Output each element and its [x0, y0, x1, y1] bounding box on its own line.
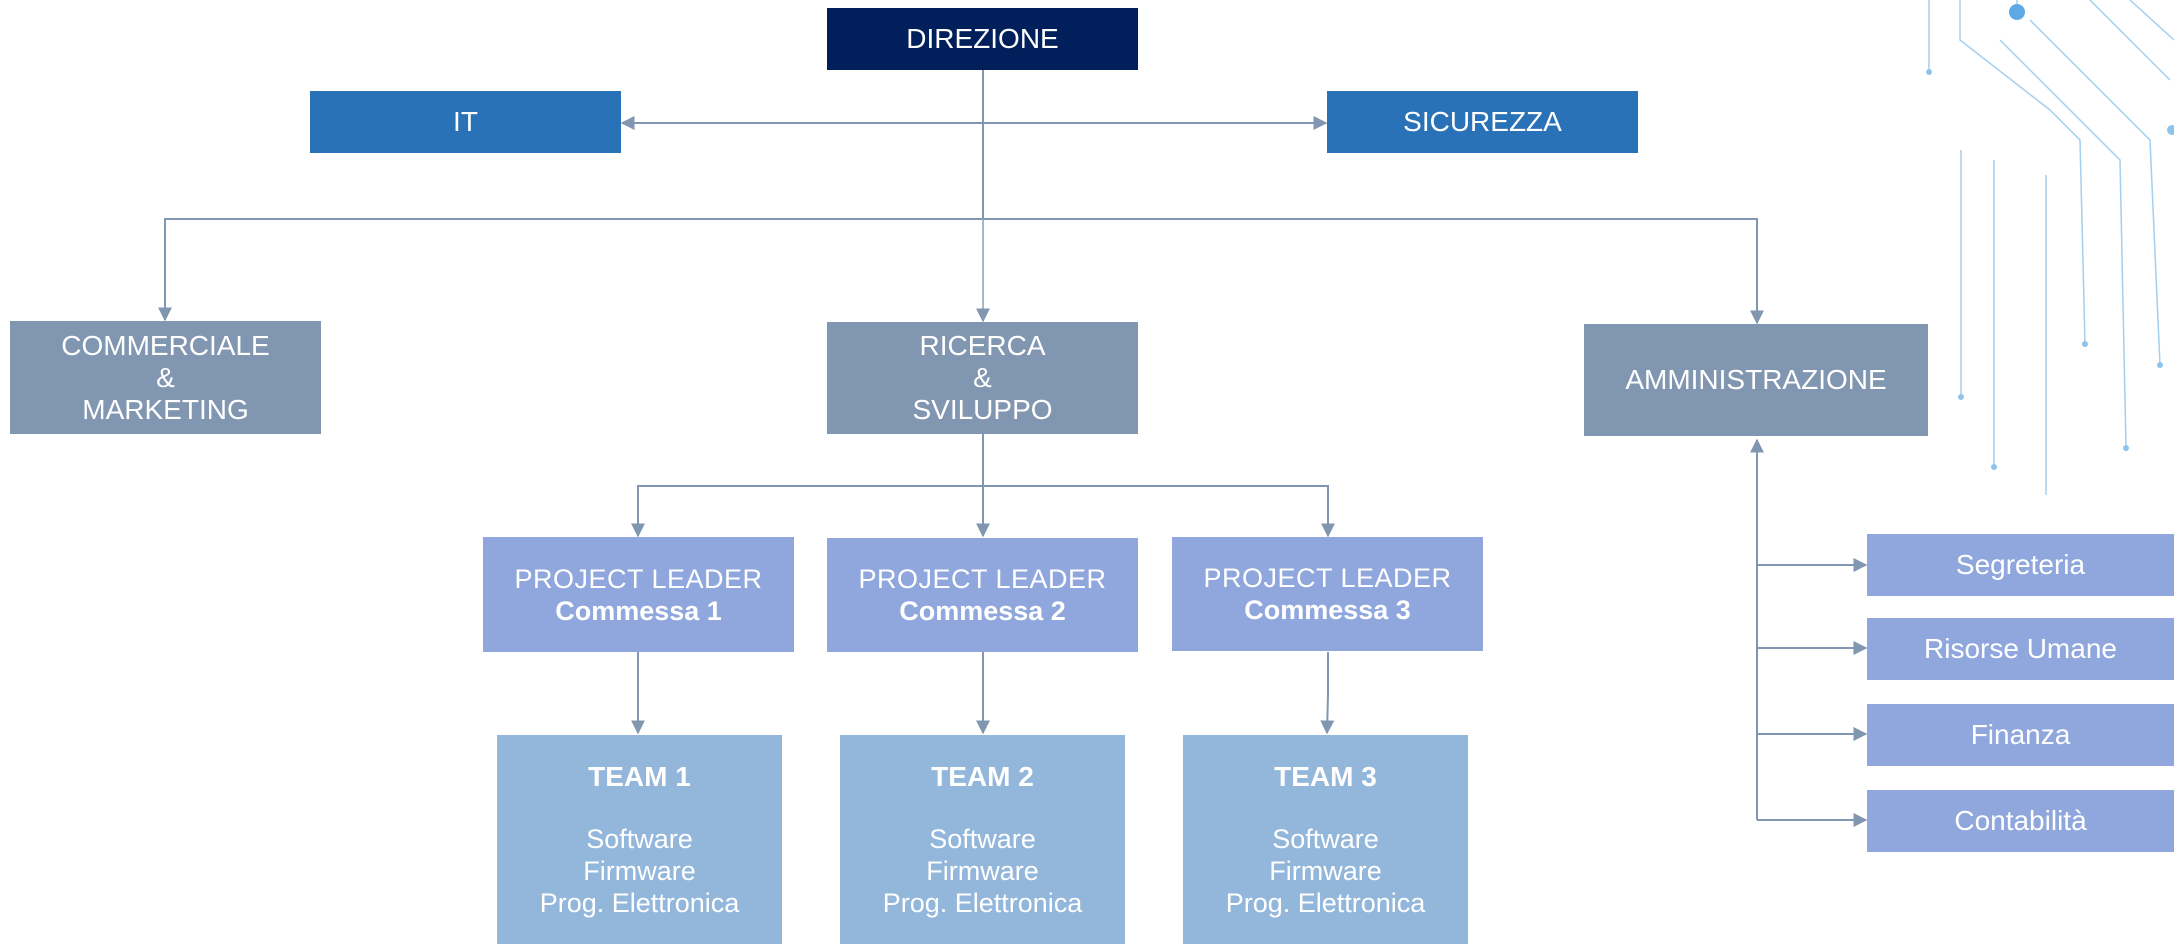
team-item: Firmware [926, 855, 1039, 886]
box-finanza: Finanza [1867, 704, 2174, 766]
pl-title: PROJECT LEADER [858, 564, 1107, 594]
box-project-leader-1: PROJECT LEADER Commessa 1 [483, 537, 794, 652]
sicurezza-label: SICUREZZA [1403, 106, 1562, 137]
team-item: Prog. Elettronica [539, 887, 740, 918]
box-direzione: DIREZIONE [827, 8, 1138, 70]
team-item: Firmware [1269, 855, 1382, 886]
circuit-decoration [1928, 0, 2174, 495]
team-name: TEAM 2 [931, 760, 1034, 792]
team-item: Software [586, 823, 693, 854]
contabilita-label: Contabilità [1954, 805, 2087, 836]
circuit-nodes [1926, 4, 2174, 470]
pl-title: PROJECT LEADER [514, 563, 763, 594]
box-contabilita: Contabilità [1867, 790, 2174, 852]
box-sicurezza: SICUREZZA [1327, 91, 1638, 153]
box-project-leader-2: PROJECT LEADER Commessa 2 [827, 538, 1138, 652]
box-amministrazione: AMMINISTRAZIONE [1584, 324, 1928, 436]
it-label: IT [453, 106, 478, 137]
risorse-umane-label: Risorse Umane [1924, 633, 2117, 664]
pl-title: PROJECT LEADER [1203, 563, 1452, 593]
box-team-3: TEAM 3 Software Firmware Prog. Elettroni… [1183, 735, 1468, 944]
box-risorse-umane: Risorse Umane [1867, 618, 2174, 680]
pl-commessa: Commessa 1 [555, 595, 722, 626]
box-commerciale: COMMERCIALE & MARKETING [10, 321, 321, 434]
team-item: Firmware [583, 855, 696, 886]
direzione-label: DIREZIONE [906, 23, 1059, 54]
pl-commessa: Commessa 3 [1244, 595, 1411, 625]
box-ricerca: RICERCA & SVILUPPO [827, 322, 1138, 434]
finanza-label: Finanza [1970, 719, 2071, 750]
team-name: TEAM 1 [588, 760, 691, 792]
box-team-2: TEAM 2 Software Firmware Prog. Elettroni… [840, 735, 1125, 944]
pl-commessa: Commessa 2 [899, 596, 1066, 626]
box-team-1: TEAM 1 Software Firmware Prog. Elettroni… [497, 735, 782, 944]
segreteria-label: Segreteria [1955, 549, 2086, 580]
box-project-leader-3: PROJECT LEADER Commessa 3 [1172, 537, 1483, 651]
commerciale-line1: COMMERCIALE [61, 329, 270, 361]
ricerca-line1: RICERCA [919, 330, 1046, 361]
team-item: Software [1272, 823, 1379, 854]
commerciale-line3: MARKETING [82, 393, 249, 425]
team-name: TEAM 3 [1274, 760, 1377, 792]
box-it: IT [310, 91, 621, 153]
commerciale-line2: & [156, 361, 175, 393]
team-item: Prog. Elettronica [882, 887, 1083, 918]
box-segreteria: Segreteria [1867, 534, 2174, 596]
team-item: Prog. Elettronica [1225, 887, 1426, 918]
ricerca-line2: & [973, 362, 992, 393]
amministrazione-label: AMMINISTRAZIONE [1625, 364, 1887, 395]
team-item: Software [929, 823, 1036, 854]
ricerca-line3: SVILUPPO [912, 394, 1053, 425]
